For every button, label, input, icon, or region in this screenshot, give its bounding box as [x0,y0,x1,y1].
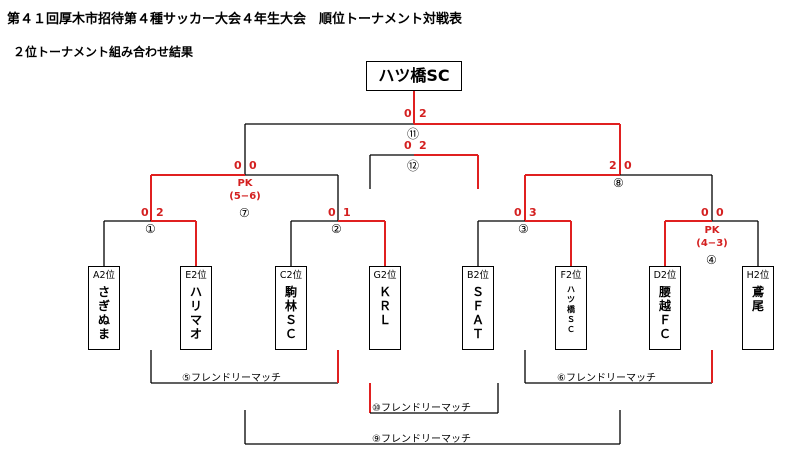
match-label-4: ④ [706,253,717,267]
team-name: 鳶尾 [751,285,764,313]
team-box-b2: B2位 ＳＦＡＴ [462,266,494,350]
score-m12-right: 2 [419,139,427,152]
score-m2-right: 1 [343,206,351,219]
team-name: ＳＦＡＴ [471,285,484,341]
friendly-label-9: ⑨フレンドリーマッチ [372,434,471,445]
match-label-3: ③ [518,222,529,236]
score-m3-right: 3 [529,206,537,219]
team-box-c2: C2位 駒林ＳＣ [275,266,307,350]
team-box-g2: G2位 ＫＲＬ [369,266,401,350]
team-box-e2: E2位 ハリマオ [180,266,212,350]
champion-box: ハツ橋SC [366,61,462,91]
match-label-8: ⑧ [613,176,624,190]
score-m3-left: 0 [514,206,522,219]
team-position: G2位 [373,270,397,281]
team-position: B2位 [466,270,490,281]
pk-m7-score: (5−6) [229,191,261,202]
team-name: ハリマオ [189,285,202,341]
team-name: 腰越ＦＣ [658,285,671,341]
score-m8-right: 0 [624,159,632,172]
team-box-f2: F2位 ハツ橋ＳＣ [555,266,587,350]
team-position: D2位 [653,270,677,281]
pk-m7-label: PK [237,178,253,189]
score-final-right: 2 [419,107,427,120]
match-label-1: ① [145,222,156,236]
friendly-label-10: ⑩フレンドリーマッチ [372,403,471,414]
match-label-11: ⑪ [407,127,420,141]
team-name: ハツ橋ＳＣ [567,285,575,334]
team-position: E2位 [185,270,207,281]
score-m7-right: 0 [249,159,257,172]
score-m12-left: 0 [404,139,412,152]
score-m2-left: 0 [328,206,336,219]
score-m8-left: 2 [609,159,617,172]
pk-m4-score: (4−3) [696,238,728,249]
match-label-12: ⑫ [407,159,420,173]
page-subtitle: ２位トーナメント組み合わせ結果 [13,45,194,59]
team-position: C2位 [279,270,303,281]
score-m1-left: 0 [141,206,149,219]
pk-m4-label: PK [704,225,720,236]
friendly-label-6: ⑥フレンドリーマッチ [557,373,656,384]
team-name: ＫＲＬ [378,285,391,327]
team-box-a2: A2位 さぎぬま [88,266,120,350]
pk-m4: PK (4−3) [694,224,730,250]
score-final-left: 0 [404,107,412,120]
team-box-d2: D2位 腰越ＦＣ [649,266,681,350]
score-m1-right: 2 [156,206,164,219]
match-label-7: ⑦ [239,206,250,220]
team-name: さぎぬま [97,285,110,341]
team-name: 駒林ＳＣ [284,285,297,341]
team-box-h2: H2位 鳶尾 [742,266,774,350]
pk-m7: PK (5−6) [228,177,262,203]
score-m4-left: 0 [701,206,709,219]
page-title: 第４１回厚木市招待第４種サッカー大会４年生大会 順位トーナメント対戦表 [7,12,463,27]
score-m4-right: 0 [716,206,724,219]
score-m7-left: 0 [234,159,242,172]
match-label-2: ② [331,222,342,236]
friendly-label-5: ⑤フレンドリーマッチ [182,373,281,384]
team-position: A2位 [92,270,116,281]
team-position: F2位 [560,270,582,281]
team-position: H2位 [746,270,770,281]
